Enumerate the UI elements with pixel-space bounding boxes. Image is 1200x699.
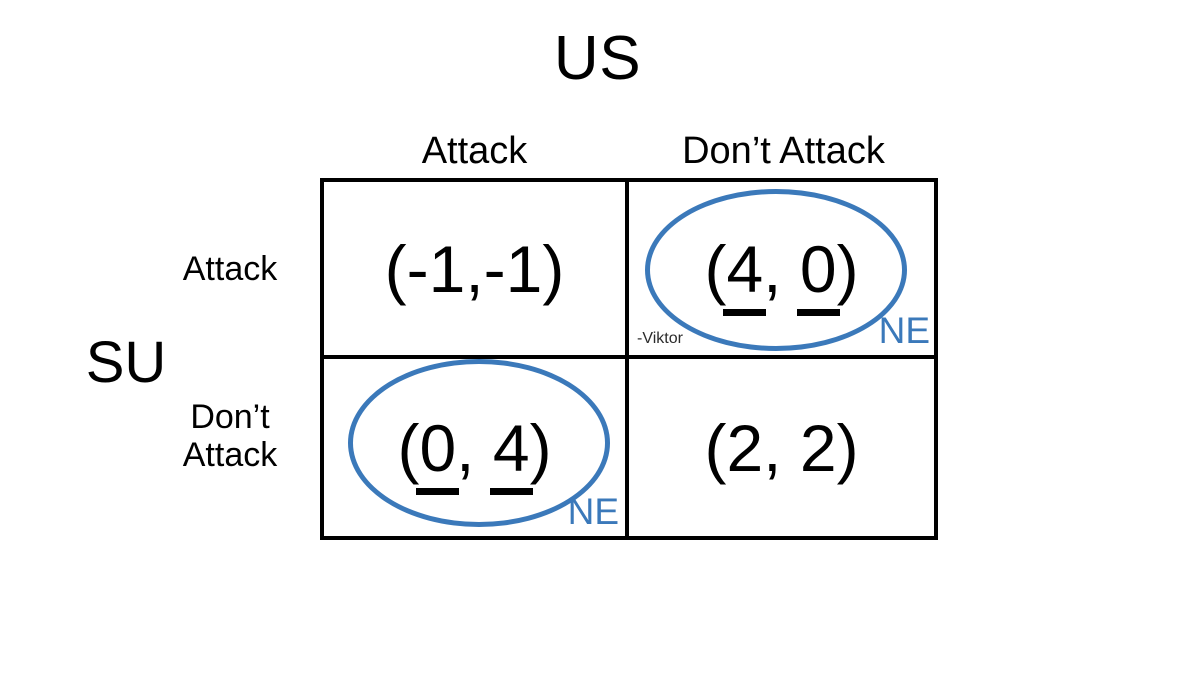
payoff-row-value: -1 — [406, 231, 466, 306]
payoff-comma: , — [763, 410, 800, 485]
payoff-row-value: 4 — [723, 231, 766, 316]
author-annotation: -Viktor — [637, 330, 683, 347]
nash-equilibrium-label: NE — [878, 310, 930, 351]
payoff-matrix: (-1,-1) (4, 0) NE -Viktor (0, 4) NE (2, … — [320, 178, 938, 540]
payoff-value-dont-attack-attack: (0, 4) — [397, 410, 552, 495]
row-header-dont-attack: Don’t Attack — [150, 398, 310, 474]
payoff-column-value: 4 — [489, 410, 533, 495]
payoff-close-paren: ) — [542, 231, 565, 306]
payoff-cell-attack-dont-attack[interactable]: (4, 0) NE -Viktor — [629, 182, 934, 355]
payoff-open-paren: ( — [397, 410, 420, 485]
payoff-column-value: -1 — [483, 231, 543, 306]
row-header-attack: Attack — [150, 250, 310, 288]
payoff-row-value: 2 — [726, 410, 764, 485]
payoff-cell-attack-attack[interactable]: (-1,-1) — [324, 182, 629, 355]
payoff-close-paren: ) — [836, 231, 859, 306]
matrix-row: (-1,-1) (4, 0) NE -Viktor — [324, 182, 934, 359]
column-header-dont-attack-text: Don’t Attack — [682, 130, 885, 172]
row-header-dont-attack-line2: Attack — [182, 436, 278, 475]
matrix-row: (0, 4) NE (2, 2) — [324, 359, 934, 536]
payoff-open-paren: ( — [704, 231, 727, 306]
payoff-value-attack-dont-attack: (4, 0) — [704, 231, 859, 316]
row-player-label: SU — [56, 334, 196, 392]
payoff-open-paren: ( — [704, 410, 727, 485]
column-header-attack-text: Attack — [421, 130, 528, 172]
payoff-open-paren: ( — [384, 231, 407, 306]
payoff-column-value: 2 — [799, 410, 837, 485]
payoff-cell-dont-attack-dont-attack[interactable]: (2, 2) — [629, 359, 934, 536]
nash-equilibrium-label: NE — [567, 491, 619, 532]
row-header-dont-attack-line1: Don’t — [190, 398, 270, 436]
payoff-cell-dont-attack-attack[interactable]: (0, 4) NE — [324, 359, 629, 536]
payoff-column-value: 0 — [796, 231, 840, 316]
payoff-close-paren: ) — [836, 410, 859, 485]
row-header-attack-text: Attack — [182, 250, 278, 288]
column-header-attack: Attack — [320, 130, 629, 174]
payoff-comma: , — [763, 231, 800, 306]
payoff-row-value: 0 — [416, 410, 459, 495]
column-header-dont-attack: Don’t Attack — [629, 130, 938, 174]
column-player-label: US — [0, 28, 1200, 90]
payoff-comma: , — [465, 231, 484, 306]
payoff-value-dont-attack-dont-attack: (2, 2) — [704, 415, 858, 481]
column-player-label-text: US — [553, 24, 642, 93]
row-player-label-text: SU — [85, 330, 167, 395]
payoff-value-attack-attack: (-1,-1) — [385, 236, 565, 302]
payoff-close-paren: ) — [529, 410, 552, 485]
payoff-comma: , — [456, 410, 493, 485]
